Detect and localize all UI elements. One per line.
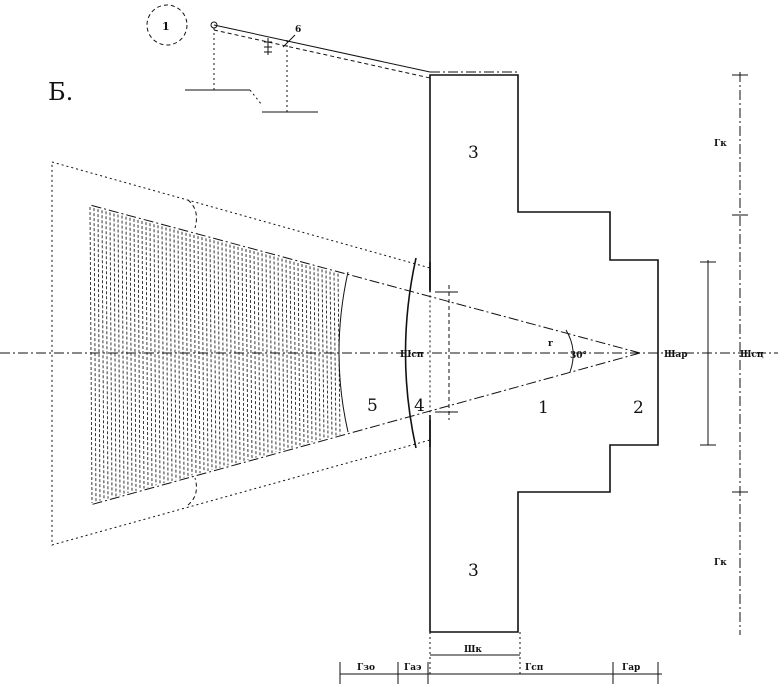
- zone-3-bottom: 3: [468, 561, 479, 581]
- hatch-stroke: [117, 214, 121, 496]
- hatch-stroke: [313, 267, 317, 442]
- hatch-stroke: [277, 257, 281, 452]
- hatch-stroke: [161, 226, 165, 484]
- hatch-stroke: [93, 208, 97, 502]
- hatch-stroke: [137, 219, 141, 490]
- hatch-stroke: [233, 245, 237, 464]
- hatch-stroke: [101, 210, 105, 500]
- radius-label: r: [548, 339, 553, 349]
- hatch-stroke: [113, 213, 117, 497]
- zone-5: 5: [367, 396, 378, 416]
- hatch-stroke: [97, 209, 101, 501]
- callout-circle: [146, 4, 188, 46]
- angle-arc: [565, 329, 574, 373]
- hatch-stroke: [221, 242, 225, 467]
- figure-label: Б.: [48, 78, 73, 106]
- hatch-stroke: [305, 265, 309, 444]
- hatch-stroke: [169, 228, 173, 481]
- stage-outline: [429, 71, 659, 633]
- hatch-stroke: [209, 239, 213, 470]
- mechanism-sketch: 1 6: [146, 4, 431, 113]
- hatch-stroke: [109, 212, 113, 498]
- hatch-stroke: [185, 232, 189, 477]
- hatch-stroke: [145, 222, 149, 488]
- hatch-stroke: [237, 246, 241, 463]
- hatch-stroke: [205, 238, 209, 471]
- hatch-stroke: [125, 216, 129, 494]
- hatch-stroke: [281, 258, 285, 450]
- bottom-dimensions: [339, 632, 662, 684]
- hatch-stroke: [269, 255, 273, 454]
- hatch-stroke: [141, 220, 145, 489]
- auditorium-outline: [51, 161, 431, 546]
- hatch-stroke: [317, 268, 321, 440]
- hatch-stroke: [325, 270, 329, 438]
- hatch-stroke: [265, 254, 269, 455]
- dim-shk: Шк: [464, 645, 482, 655]
- hatch-stroke: [329, 271, 333, 437]
- hatch-stroke: [333, 272, 337, 436]
- hatch-stroke: [297, 262, 301, 446]
- hatch-stroke: [229, 244, 233, 465]
- zone-2: 2: [633, 398, 644, 418]
- hatch-stroke: [301, 264, 305, 445]
- hatch-stroke: [225, 243, 229, 466]
- hatch-stroke: [129, 217, 133, 492]
- dim-gk-top: Гк: [714, 139, 727, 149]
- dim-shsp: Шсп: [400, 350, 424, 360]
- hatch-stroke: [189, 233, 193, 476]
- hatch-stroke: [193, 234, 197, 475]
- right-dimensions: [700, 72, 748, 635]
- zone-4: 4: [414, 396, 425, 416]
- dim-gzo: Гзо: [357, 663, 375, 673]
- callout-number: 1: [162, 20, 170, 33]
- hatch-stroke: [153, 224, 157, 486]
- zone-3-top: 3: [468, 143, 479, 163]
- hatch-stroke: [173, 229, 177, 480]
- arc-zone5: [338, 271, 349, 433]
- hatch-stroke: [133, 218, 137, 491]
- callout-six: 6: [295, 25, 301, 35]
- hatch-stroke: [217, 241, 221, 468]
- hatch-stroke: [321, 269, 325, 439]
- hatch-stroke: [213, 240, 217, 469]
- hatch-stroke: [285, 259, 289, 449]
- hatch-stroke: [245, 248, 249, 460]
- hatch-stroke: [181, 231, 185, 478]
- proscenium: [429, 262, 458, 447]
- dim-gk-bottom: Гк: [714, 558, 727, 568]
- hatch-stroke: [241, 247, 245, 461]
- angle-value: 30°: [570, 351, 587, 361]
- dim-gar: Гар: [622, 663, 640, 673]
- hatch-stroke: [289, 260, 293, 448]
- hatch-stroke: [165, 227, 169, 482]
- hatch-stroke: [197, 236, 201, 474]
- hatch-stroke: [249, 250, 253, 459]
- hatch-stroke: [273, 256, 277, 453]
- dim-shar: Шар: [664, 350, 688, 360]
- hatch-stroke: [121, 215, 125, 495]
- hatch-stroke: [89, 206, 93, 504]
- dim-gaz: Гаэ: [404, 663, 422, 673]
- hatch-stroke: [309, 266, 313, 443]
- hatch-stroke: [149, 223, 153, 487]
- hatch-stroke: [261, 253, 265, 456]
- hatch-stroke: [157, 225, 161, 485]
- hatch-stroke: [177, 230, 181, 479]
- dim-shsc: Шсц: [740, 350, 764, 360]
- zone-1: 1: [538, 398, 549, 418]
- hatch-stroke: [293, 261, 297, 447]
- hatch-stroke: [253, 251, 257, 458]
- hatch-stroke: [201, 237, 205, 473]
- dim-gsp: Гсп: [525, 663, 544, 673]
- hatch-stroke: [105, 211, 109, 499]
- seating-hatch: [89, 206, 341, 504]
- hatch-stroke: [257, 252, 261, 457]
